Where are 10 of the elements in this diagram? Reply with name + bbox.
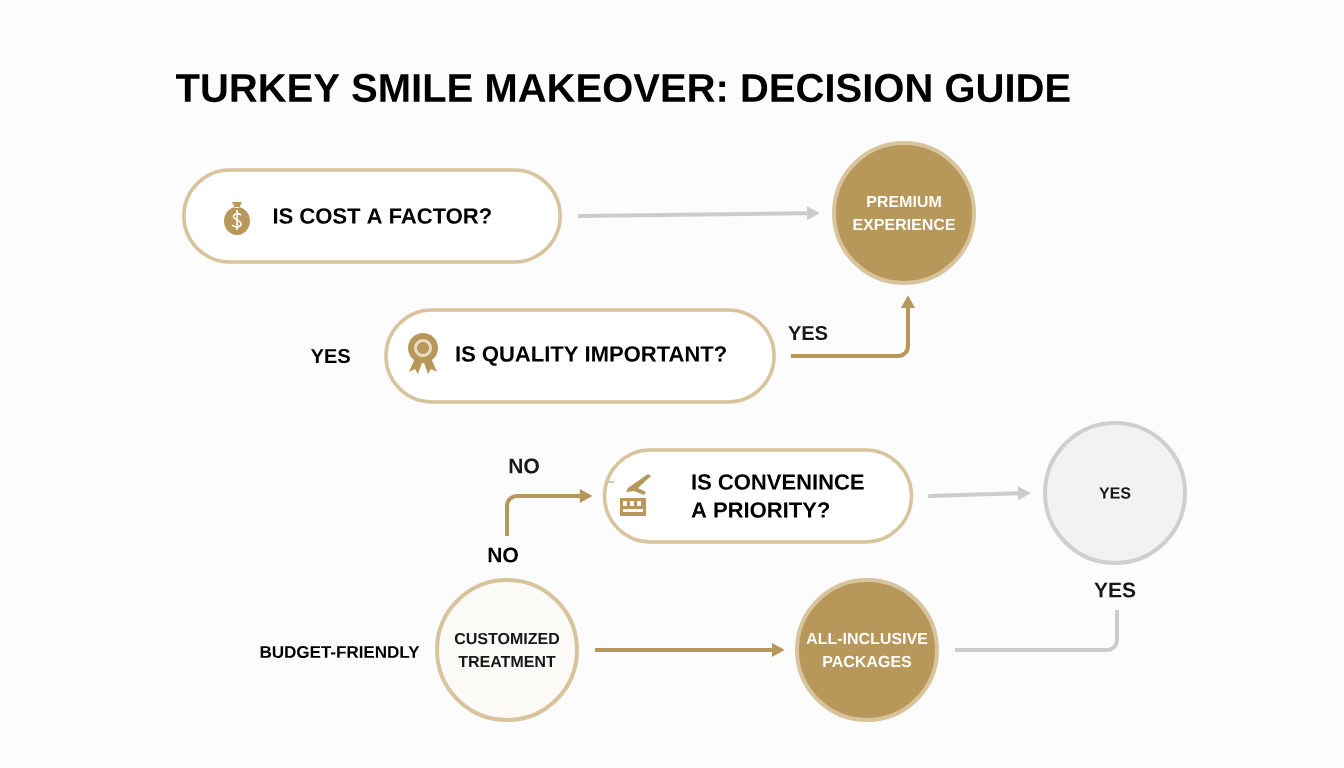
branch-label: NO [488,547,518,563]
question-box: IS COST A FACTOR? [182,168,562,264]
question-box: IS CONVENINCE A PRIORITY? [602,448,914,544]
side-label: YES [311,348,350,364]
question-box: IS QUALITY IMPORTANT? [384,308,776,404]
edge-label: NO [509,458,539,474]
edge-label: YES [788,325,828,341]
title: TURKEY SMILE MAKEOVER: DECISION GUIDE [176,73,1070,103]
side-label: BUDGET-FRIENDLY [260,645,420,658]
edge-label: YES [1094,582,1136,598]
